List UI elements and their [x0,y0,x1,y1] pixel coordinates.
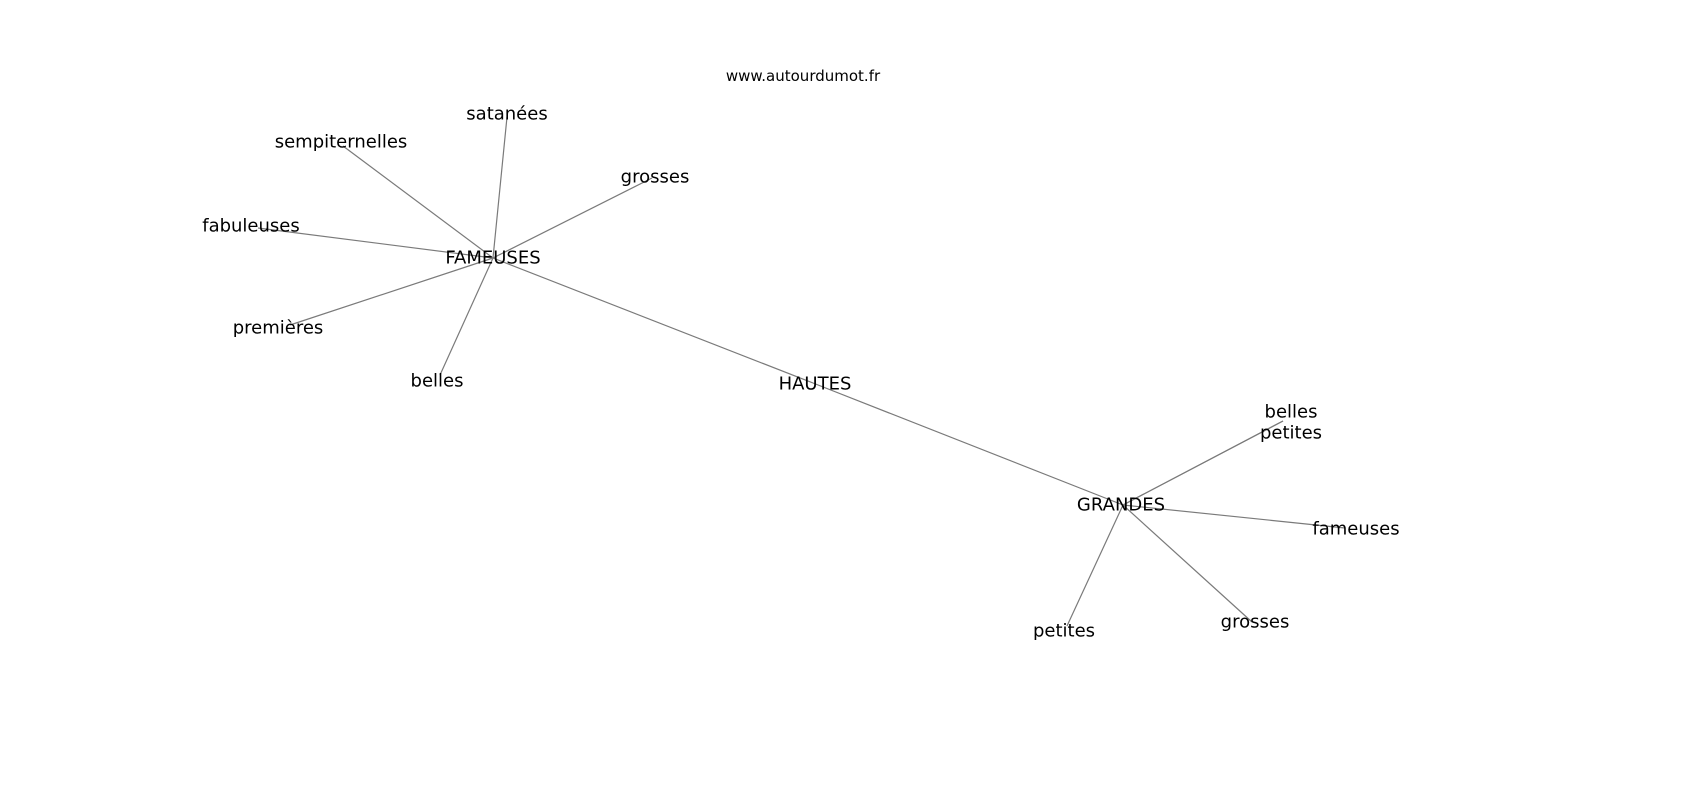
edge-fameuses_hub-grosses_f [492,177,653,259]
node-label-belles-g: belles [1265,402,1318,423]
node-label-petites-g1: petites [1260,423,1322,444]
edge-fameuses_hub-belles_f [439,257,494,376]
node-labels: HAUTES FAMEUSES GRANDES satanées sempiternel… [202,104,1399,642]
edge-fameuses_hub-premieres [289,257,494,326]
watermark: www.autourdumot.fr [726,67,881,85]
node-label-grosses-g: grosses [1221,612,1290,633]
edge-grandes_hub-petites_g2 [1066,504,1124,627]
node-label-petites-g2: petites [1033,621,1095,642]
node-label-grosses-f: grosses [621,167,690,188]
edges [257,116,1346,627]
edge-grandes_hub-grosses_g [1122,504,1253,623]
edge-grandes_hub-petites_g1 [1122,420,1284,506]
node-label-fameuses-g: fameuses [1312,519,1399,540]
node-label-belles-f: belles [411,371,464,392]
edge-grandes_hub-fameuses_g [1122,504,1346,529]
node-label-grandes-hub: GRANDES [1077,495,1165,516]
node-label-hautes: HAUTES [779,374,852,395]
edge-fameuses_hub-fabuleuses [257,227,494,259]
edge-fameuses_hub-satanees [492,116,508,259]
edge-hautes-grandes_hub [812,382,1124,506]
node-label-satanees: satanées [466,104,547,125]
node-label-sempiternelles: sempiternelles [275,132,408,153]
edge-hautes-fameuses_hub [492,257,814,384]
node-label-fabuleuses: fabuleuses [202,216,300,237]
node-label-premieres: premières [233,318,324,339]
node-label-fameuses-hub: FAMEUSES [445,248,540,269]
edge-fameuses_hub-sempiternelles [342,145,494,259]
